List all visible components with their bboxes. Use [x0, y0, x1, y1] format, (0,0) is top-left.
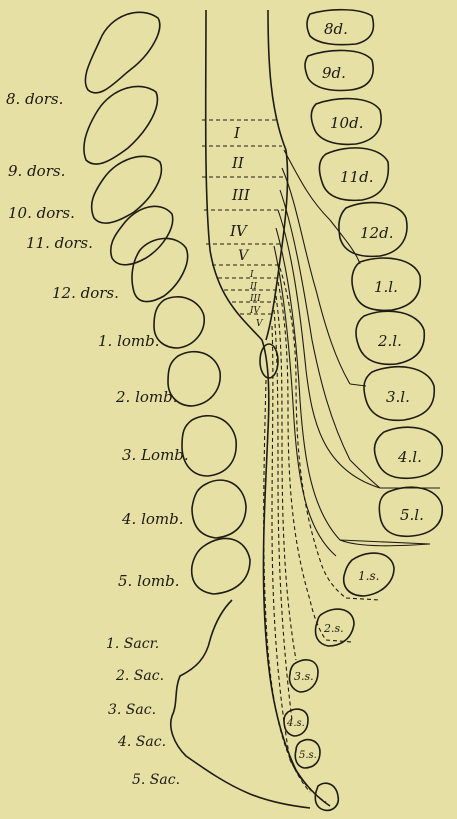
- label-1-lomb: 1. lomb.: [98, 332, 160, 350]
- vertebra-3-lomb: [182, 416, 236, 476]
- label-1s: 1.s.: [358, 569, 379, 583]
- label-4l: 4.l.: [397, 448, 422, 466]
- cord-numeral: II: [231, 154, 245, 172]
- label-11-dors: 11. dors.: [26, 234, 93, 252]
- label-2-sac: 2. Sac.: [115, 668, 164, 684]
- cord-numeral: IV: [249, 306, 262, 316]
- label-8d: 8d.: [324, 20, 348, 38]
- label-9-dors: 9. dors.: [8, 162, 65, 180]
- vertebra-11-dors: [111, 206, 173, 264]
- label-11d: 11d.: [340, 168, 373, 186]
- label-1-sacr: 1. Sacr.: [106, 636, 159, 652]
- label-5-sac: 5. Sac.: [132, 772, 180, 788]
- vertebra-4-lomb: [192, 480, 246, 538]
- label-12-dors: 12. dors.: [52, 284, 119, 302]
- cord-segment-lines: [202, 120, 286, 314]
- cord-numeral: III: [231, 186, 251, 204]
- conus-medullaris: [260, 344, 278, 378]
- cord-left-edge: [206, 10, 330, 806]
- vertebra-5-lomb: [192, 538, 250, 594]
- cord-numerals: I II III IV V I II III IV V: [229, 124, 264, 329]
- left-labels: 8. dors. 9. dors. 10. dors. 11. dors. 12…: [6, 90, 189, 788]
- vertebra-12-dors: [132, 238, 188, 301]
- label-4s: 4.s.: [286, 718, 305, 729]
- left-vertebrae: [84, 12, 250, 594]
- cord-numeral: V: [256, 319, 264, 329]
- label-1l: 1.l.: [374, 278, 398, 296]
- label-2l: 2.l.: [377, 332, 402, 350]
- label-3l: 3.l.: [386, 388, 410, 406]
- label-3s: 3.s.: [294, 670, 314, 683]
- cord-numeral: V: [238, 248, 250, 264]
- label-2s: 2.s.: [323, 622, 344, 635]
- right-labels: 8d. 9d. 10d. 11d. 12d. 1.l. 2.l. 3.l. 4.…: [286, 20, 424, 761]
- cord-numeral: IV: [229, 222, 249, 240]
- label-8-dors: 8. dors.: [6, 90, 63, 108]
- cord-numeral: I: [249, 270, 254, 280]
- vertebra-1-lomb: [154, 297, 204, 348]
- label-5l: 5.l.: [400, 506, 424, 524]
- label-4-sac: 4. Sac.: [117, 734, 166, 750]
- label-9d: 9d.: [322, 64, 346, 82]
- label-5s: 5.s.: [299, 750, 317, 761]
- cord-numeral: III: [249, 294, 261, 304]
- vertebra-8-dors: [85, 12, 159, 93]
- label-3-lomb: 3. Lomb.: [122, 446, 189, 464]
- label-10d: 10d.: [330, 114, 363, 132]
- vertebra-10-dors: [92, 156, 162, 223]
- label-4-lomb: 4. lomb.: [121, 510, 184, 528]
- vertebra-9-dors: [84, 86, 157, 164]
- label-10-dors: 10. dors.: [8, 204, 75, 222]
- label-12d: 12d.: [360, 224, 393, 242]
- label-2-lomb: 2. lomb.: [115, 388, 178, 406]
- cord-numeral: II: [249, 282, 258, 292]
- cord-numeral: I: [233, 124, 241, 142]
- nerve-roots-solid: [274, 150, 430, 556]
- label-3-sac: 3. Sac.: [108, 702, 156, 718]
- sacrum-outline: [171, 600, 310, 808]
- label-5-lomb: 5. lomb.: [118, 572, 180, 590]
